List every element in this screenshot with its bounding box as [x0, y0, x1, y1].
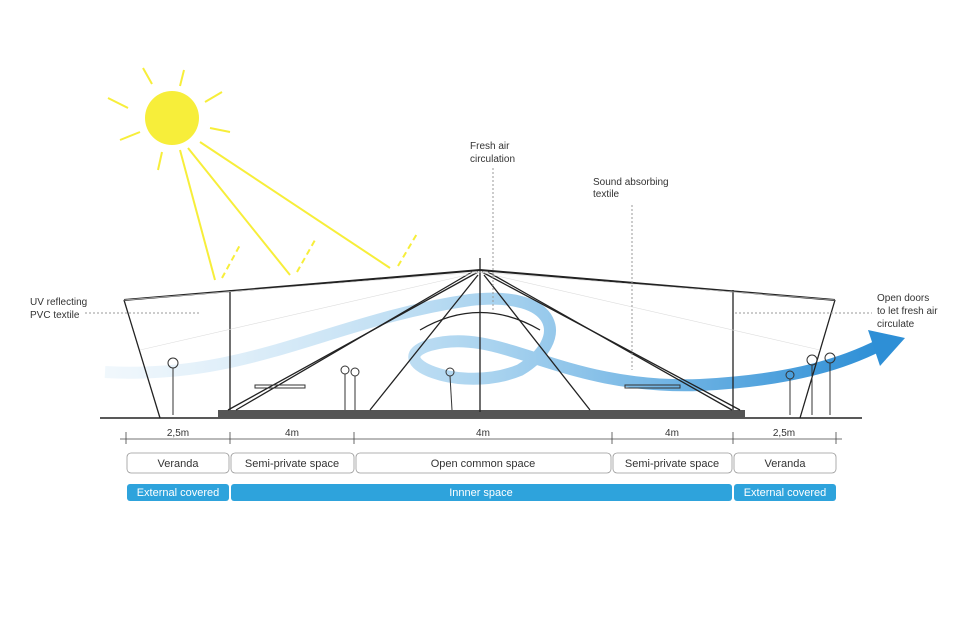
arrow-head-icon [868, 330, 905, 366]
category-label: External covered [137, 487, 220, 499]
annotation-doors: Open doors to let fresh air circulate [735, 293, 938, 330]
category-box [734, 484, 836, 501]
membrane-lines [123, 271, 836, 351]
dimension-line [120, 432, 842, 444]
svg-text:Sound absorbing: Sound absorbing [593, 177, 669, 188]
people-figures [167, 352, 836, 415]
zone-label: Open common space [431, 458, 536, 470]
zone-box [612, 452, 733, 474]
zone-box [126, 452, 230, 474]
annotation-sound: Sound absorbing textile [593, 177, 669, 370]
svg-text:Fresh air: Fresh air [470, 141, 510, 152]
zone-box [230, 452, 355, 474]
zone-box [355, 452, 612, 474]
svg-text:PVC textile: PVC textile [30, 310, 80, 321]
zone-label: Veranda [765, 458, 807, 470]
zone-label: Veranda [158, 458, 200, 470]
svg-text:UV reflecting: UV reflecting [30, 297, 87, 308]
platform [218, 410, 745, 418]
sun-icon [107, 67, 419, 281]
dim-label: 4m [285, 428, 299, 439]
dim-label: 2,5m [773, 428, 795, 439]
zone-label: Semi-private space [625, 458, 719, 470]
dim-label: 4m [665, 428, 679, 439]
zone-label: Semi-private space [245, 458, 339, 470]
annotation-fresh-air: Fresh air circulation [470, 141, 515, 310]
svg-text:circulation: circulation [470, 154, 515, 165]
svg-text:Open doors: Open doors [877, 293, 929, 304]
dim-label: 2,5m [167, 428, 189, 439]
dim-label: 4m [476, 428, 490, 439]
svg-text:circulate: circulate [877, 319, 915, 330]
annotation-uv: UV reflecting PVC textile [30, 297, 200, 321]
zone-box [733, 452, 837, 474]
category-label: External covered [744, 487, 827, 499]
svg-text:to let fresh air: to let fresh air [877, 306, 938, 317]
category-label: Innner space [449, 487, 513, 499]
tent-structure [123, 258, 836, 419]
category-box [127, 484, 229, 501]
airflow-arrow [104, 292, 883, 392]
svg-text:textile: textile [593, 189, 620, 200]
category-box [231, 484, 732, 501]
